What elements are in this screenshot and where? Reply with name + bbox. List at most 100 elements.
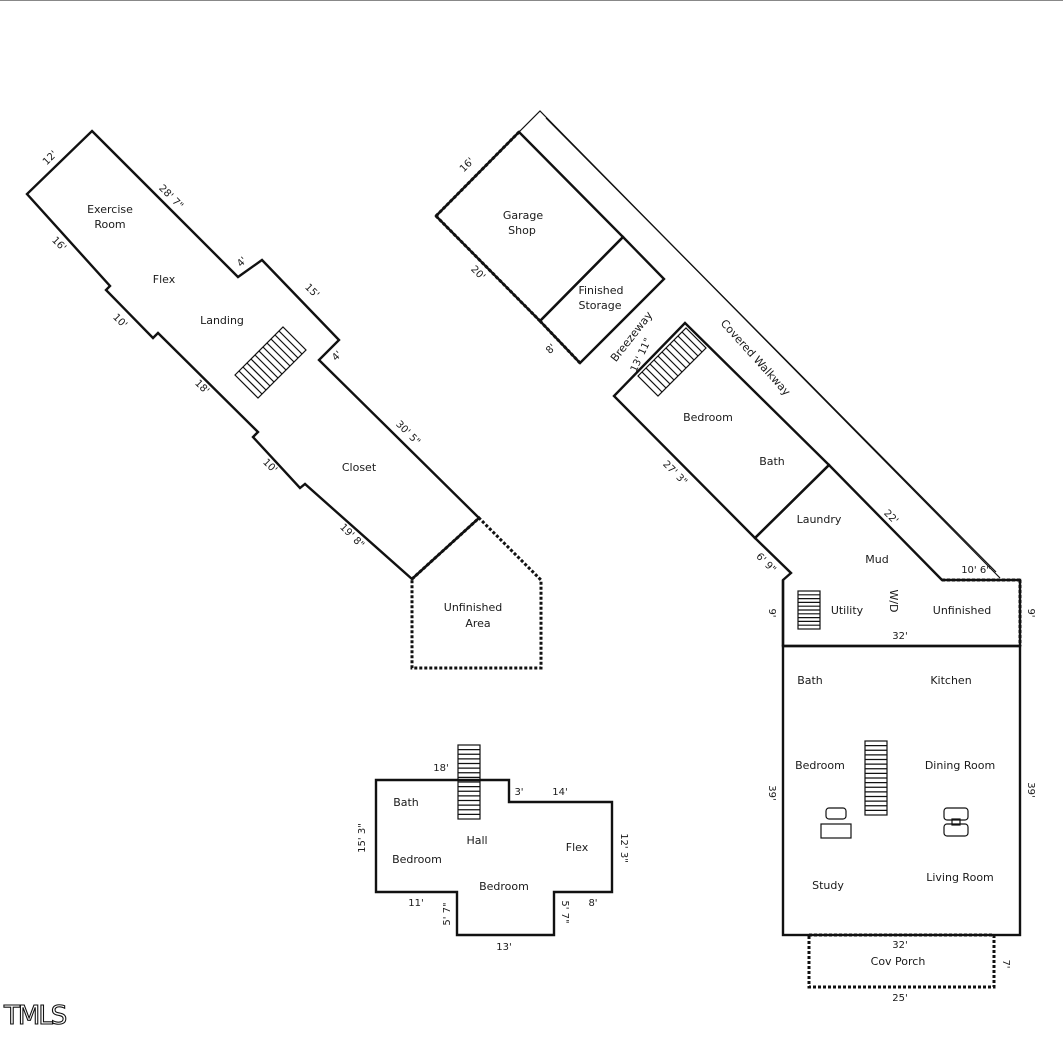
dim-label: 8' (544, 342, 558, 356)
dim-label: 18' (433, 763, 448, 774)
stair-tread (270, 338, 295, 363)
stair-tread (673, 339, 695, 361)
room-label-landing: Landing (200, 314, 244, 327)
room-label-utility: Utility (831, 604, 864, 617)
dim-label: 30' 5" (393, 419, 422, 448)
room-label-dining-room: Dining Room (925, 759, 995, 772)
room-label-bedroom-upper-left: Bedroom (392, 853, 442, 866)
label-wd: W/D (887, 589, 900, 612)
stair-tread (278, 330, 303, 355)
room-label-living-room: Living Room (926, 871, 994, 884)
room-label-bedroom-upper-center: Bedroom (479, 880, 529, 893)
dim-label: 12' 3" (618, 833, 629, 863)
stair-tread (254, 354, 279, 379)
dim-label: 11' (408, 898, 423, 909)
room-label-closet: Closet (342, 461, 377, 474)
sink-icon (825, 807, 847, 820)
stair-tread (657, 355, 679, 377)
upper-floor-outline (374, 778, 614, 937)
room-label-unfinished: Unfinished (933, 604, 991, 617)
dim-label: 4' (330, 349, 344, 363)
stair-tread (641, 371, 663, 393)
dim-label: 5' 7" (559, 900, 570, 923)
stair-tread (661, 351, 683, 373)
basement-stairs (234, 326, 307, 399)
covered-walkway-edge (518, 110, 1001, 579)
room-label-finished: Finished (578, 284, 623, 297)
utility-stairs (797, 590, 821, 630)
stair-tread (250, 358, 275, 383)
stair-tread (677, 335, 699, 357)
dim-label: 22' (881, 508, 900, 527)
room-label-hall: Hall (466, 834, 487, 847)
room-label-garage: Garage (503, 209, 544, 222)
center-stairs (864, 740, 888, 816)
room-label-bedroom: Bedroom (683, 411, 733, 424)
dim-label: 9' (766, 608, 777, 617)
room-label-laundry: Laundry (797, 513, 842, 526)
stair-tread (262, 346, 287, 371)
room-label-study: Study (812, 879, 844, 892)
stair-tread (266, 342, 291, 367)
top-border-line (0, 0, 1063, 1)
dim-label: 14' (552, 787, 567, 798)
room-label-cov-porch: Cov Porch (871, 955, 926, 968)
stair-tread (238, 370, 263, 395)
room-label-bath-upper: Bath (393, 796, 419, 809)
dim-label: 13' (496, 942, 511, 953)
stair-tread (669, 343, 691, 365)
stair-tread (665, 347, 687, 369)
dim-label: 6' 9" (754, 551, 778, 575)
room-label-flex-upper: Flex (566, 841, 589, 854)
stair-tread (681, 331, 703, 353)
dim-label: 3' (514, 787, 523, 798)
stair-tread (242, 366, 267, 391)
dim-label: 32' (892, 631, 907, 642)
dim-label: 32' (892, 940, 907, 951)
room-label-storage: Storage (578, 299, 621, 312)
room-label-flex: Flex (153, 273, 176, 286)
dim-label: 10' 6" (961, 565, 991, 576)
stair-tread (645, 367, 667, 389)
basement-outline (25, 129, 481, 581)
garage-plan: Garage Shop Finished Storage Breezeway C… (434, 110, 1001, 579)
dim-label: 10' (110, 312, 129, 331)
counter-icon (820, 823, 852, 839)
room-label-mud: Mud (865, 553, 888, 566)
main-stairs-upper (637, 327, 707, 397)
dim-label: 18' (192, 378, 211, 397)
room-label-exercise: Exercise (87, 203, 133, 216)
room-label-bedroom-main: Bedroom (795, 759, 845, 772)
stair-tread (649, 363, 671, 385)
dim-label: 15' 3" (357, 823, 368, 853)
room-label-bath: Bath (759, 455, 785, 468)
room-label-shop: Shop (508, 224, 536, 237)
appliance-icons (820, 807, 969, 839)
tmls-logo: TMLS (3, 1001, 67, 1031)
dim-label: 28' 7" (156, 183, 185, 212)
table-center-icon (951, 818, 961, 826)
covered-porch-outline (807, 933, 996, 989)
dim-label: 15' (302, 282, 321, 301)
covered-walkway-inner-edge (545, 117, 997, 573)
dim-label: 8' (588, 898, 597, 909)
stair-tread (653, 359, 675, 381)
upper-floor-plan: Bath Hall Flex Bedroom Bedroom 18' 3' 14… (357, 744, 629, 953)
basement-plan: Exercise Room Flex Landing Closet Unfini… (25, 129, 543, 670)
room-label-bath-main: Bath (797, 674, 823, 687)
chair-icon (943, 823, 969, 837)
upper-stairs (457, 744, 481, 820)
dim-label: 10' (260, 457, 279, 476)
dim-label: 7' (1000, 959, 1011, 968)
dim-label: 39' (766, 785, 777, 800)
stair-tread (258, 350, 283, 375)
room-label-exercise-room: Room (94, 218, 125, 231)
room-label-kitchen: Kitchen (930, 674, 971, 687)
dim-label: 20' (468, 264, 487, 283)
stair-tread (246, 362, 271, 387)
main-floor-plan: Bedroom Bath Laundry Mud W/D Utility Unf… (612, 321, 1036, 1004)
dim-label: 39' (1025, 782, 1036, 797)
dim-label: 16' (458, 156, 477, 175)
dim-label: 4' (235, 255, 249, 269)
dim-label: 27' 3" (660, 459, 689, 488)
